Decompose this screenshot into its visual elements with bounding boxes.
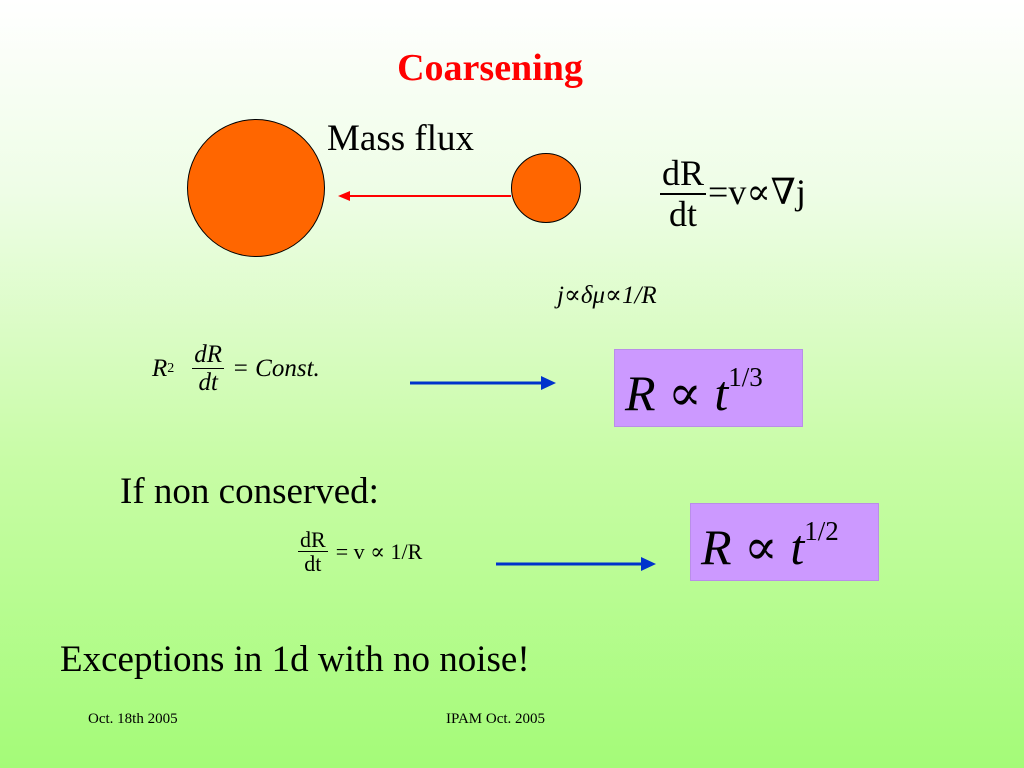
non-conserved-label: If non conserved: bbox=[120, 471, 379, 512]
growth-rate-fraction: dR dt bbox=[660, 153, 707, 234]
mass-flux-arrow bbox=[338, 191, 511, 201]
slide-title: Coarsening bbox=[397, 47, 583, 89]
growth-rate-denominator: dt bbox=[669, 193, 698, 234]
exceptions-text: Exceptions in 1d with no noise! bbox=[60, 639, 530, 680]
flux-proportionality-equation: j∝δμ∝1/R bbox=[557, 282, 657, 309]
growth-rate-numerator: dR bbox=[660, 153, 707, 195]
footer-date: Oct. 18th 2005 bbox=[88, 711, 178, 727]
non-conserved-rhs: = v ∝ 1/R bbox=[335, 539, 423, 565]
conserved-rhs: = Const. bbox=[232, 355, 320, 383]
footer-conference: IPAM Oct. 2005 bbox=[446, 711, 546, 727]
large-particle bbox=[187, 119, 325, 257]
result-box-nonconserved: R ∝ t1/2 bbox=[690, 503, 879, 581]
conserved-lhs: R bbox=[152, 355, 168, 383]
growth-rate-equation: dR dt =v∝∇j bbox=[660, 153, 806, 234]
mass-flux-label: Mass flux bbox=[327, 118, 474, 159]
non-conserved-fraction: dR dt bbox=[298, 528, 328, 576]
conserved-lhs-exponent: 2 bbox=[167, 361, 175, 377]
growth-rate-rhs: =v∝∇j bbox=[708, 171, 806, 212]
small-particle bbox=[511, 153, 581, 223]
conserved-denominator: dt bbox=[198, 369, 218, 397]
implication-arrow-nonconserved bbox=[496, 557, 656, 571]
implication-arrow-conserved bbox=[410, 376, 556, 390]
conserved-fraction: dR dt bbox=[192, 341, 225, 397]
conserved-numerator: dR bbox=[192, 341, 225, 370]
non-conserved-numerator: dR bbox=[298, 527, 328, 553]
result-conserved-exponent: 1/3 bbox=[728, 362, 763, 392]
result-nonconserved-exponent: 1/2 bbox=[804, 516, 839, 546]
result-nonconserved-base: R ∝ t bbox=[701, 519, 805, 575]
non-conserved-denominator: dt bbox=[304, 551, 322, 577]
result-conserved-base: R ∝ t bbox=[625, 365, 729, 421]
result-box-conserved: R ∝ t1/3 bbox=[614, 349, 803, 427]
non-conserved-equation: dR dt = v ∝ 1/R bbox=[298, 528, 422, 576]
